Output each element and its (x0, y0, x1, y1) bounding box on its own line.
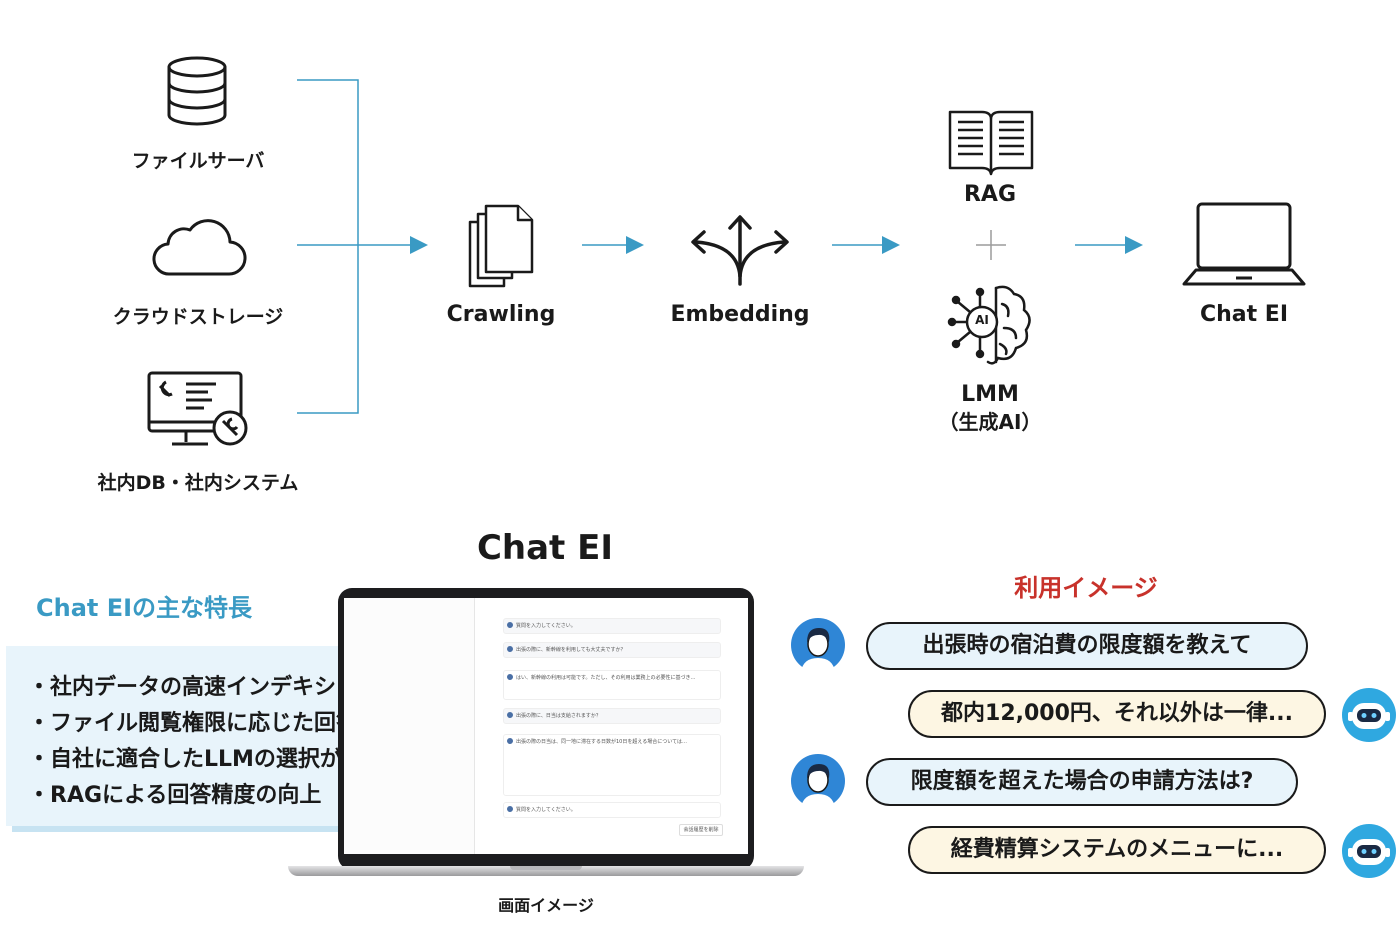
features-list: ・社内データの高速インデキシング ・ファイル閲覧権限に応じた回答生成 ・自社に適… (6, 646, 442, 814)
ai-brain-icon (947, 285, 1031, 365)
monitor-tools-icon (147, 371, 248, 446)
rag-label: RAG (963, 182, 1017, 207)
flow-arrows (410, 236, 1143, 254)
screen-caption: 画面イメージ (498, 896, 594, 915)
source-label-file-server: ファイルサーバ (131, 150, 265, 172)
database-icon (167, 56, 227, 126)
user-avatar-icon (791, 618, 845, 672)
clear-history-button[interactable]: 会話履歴を削除 (679, 824, 723, 836)
ai-badge: AI (975, 313, 989, 327)
source-label-cloud-storage: クラウドストレージ (112, 306, 284, 328)
feature-item: ・自社に適合したLLMの選択が可能 (28, 747, 386, 772)
feature-item: ・社内データの高速インデキシング (28, 675, 381, 700)
user-message-bubble: 限度額を超えた場合の申請方法は? (866, 758, 1298, 806)
lmm-label-line1: LMM (961, 382, 1019, 407)
arrow-to-crawling (410, 236, 428, 254)
laptop-notch (510, 866, 582, 870)
connector-lines (297, 79, 410, 414)
laptop-base (288, 866, 804, 876)
chat-message: 出張の際に、新幹線を利用しても大丈夫ですか？ (503, 642, 721, 658)
chat-input[interactable]: 質問を入力してください。 (503, 802, 721, 818)
user-avatar-icon (791, 754, 845, 808)
laptop-icon (1182, 202, 1306, 286)
chat-message: 質問を入力してください。 (503, 618, 721, 634)
arrow-to-embedding (626, 236, 644, 254)
source-label-internal-db: 社内DB・社内システム (97, 472, 299, 494)
feature-item: ・RAGによる回答精度の向上 (28, 783, 322, 808)
arrow-to-chat (1125, 236, 1143, 254)
chat-message: はい、新幹線の利用は可能です。ただし、その利用は業務上の必要性に基づき… (503, 670, 721, 700)
step-label-crawling: Crawling (446, 302, 556, 327)
flow-diagram (297, 79, 1143, 414)
step-label-embedding: Embedding (670, 302, 810, 327)
features-title: Chat EIの主な特長 (36, 594, 253, 622)
chat-message: 出張の際に、日当は支給されますか？ (503, 708, 721, 724)
arrow-to-rag (882, 236, 900, 254)
bot-message-bubble: 都内12,000円、それ以外は一律... (908, 690, 1326, 738)
branch-arrows-icon (691, 215, 789, 286)
chat-message: 出張の際の日当は、同一地に滞在する日数が10日を超える場合については… (503, 734, 721, 796)
cloud-icon (152, 219, 247, 276)
robot-avatar-icon (1342, 688, 1396, 742)
documents-icon (468, 204, 534, 288)
chat-main: 質問を入力してください。 出張の際に、新幹線を利用しても大丈夫ですか？ はい、新… (475, 598, 748, 854)
plus-icon (976, 230, 1006, 260)
lmm-label-line2: （生成AI） (938, 410, 1042, 434)
user-message-bubble: 出張時の宿泊費の限度額を教えて (866, 622, 1308, 670)
usage-title: 利用イメージ (1014, 574, 1158, 602)
robot-avatar-icon (1342, 824, 1396, 878)
chat-sidebar (344, 598, 475, 854)
output-label-chat-ei: Chat EI (1199, 302, 1289, 327)
book-icon (948, 110, 1034, 176)
product-title: Chat EI (476, 528, 614, 568)
bot-message-bubble: 経費精算システムのメニューに... (908, 826, 1326, 874)
chat-screen: 質問を入力してください。 出張の際に、新幹線を利用しても大丈夫ですか？ はい、新… (344, 598, 748, 854)
